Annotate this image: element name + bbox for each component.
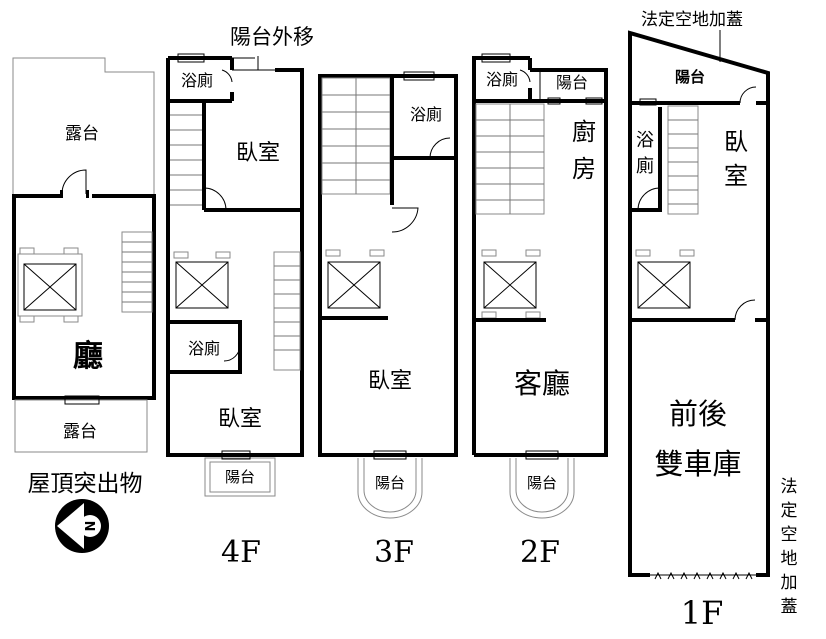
f2-floor-label: 2F	[520, 535, 560, 570]
f1-bath-label-1: 浴	[636, 130, 654, 151]
f2-balcony-label: 陽台	[527, 474, 557, 492]
floor-2f-plan: 浴廁 陽台 廚 房 客廳 陽台 2F	[472, 53, 608, 570]
f1-side-note-char: 蓋	[781, 597, 798, 617]
f1-side-note: 法 定 空 地 加 蓋	[781, 477, 798, 617]
f1-bedroom-label-1: 臥	[724, 128, 748, 156]
f1-balcony-label: 陽台	[675, 68, 705, 86]
f4-bedroom-lower-label: 臥室	[218, 407, 262, 432]
roof-upper-terrace-outline	[12, 57, 155, 195]
f3-bath-label: 浴廁	[410, 105, 442, 124]
f3-balcony-label: 陽台	[375, 474, 405, 492]
f4-stairs-left	[170, 114, 202, 206]
floor-4f-plan: 浴廁 陽台外移 臥室	[166, 25, 314, 570]
f2-balcony-outline	[509, 458, 575, 519]
f1-note-top: 法定空地加蓋	[641, 10, 743, 30]
f1-side-note-char: 地	[781, 549, 798, 569]
compass-n-label: N	[84, 521, 99, 532]
f2-stairs	[475, 103, 545, 215]
roof-lower-terrace-outline	[14, 399, 148, 453]
roof-elevator-shaft	[17, 247, 83, 323]
f4-bath-upper-label: 浴廁	[181, 71, 213, 90]
f4-balcony-note: 陽台外移	[230, 25, 314, 49]
f2-living-label: 客廳	[514, 367, 570, 400]
f2-outer-walls-left	[472, 56, 530, 455]
roof-upper-terrace-label: 露台	[65, 124, 99, 144]
f1-garage-label-1: 前後	[669, 397, 727, 431]
floor-3f-plan: 浴廁 臥室 陽台 3F	[318, 71, 458, 570]
f1-side-note-char: 加	[781, 573, 798, 593]
f4-bath-lower-label: 浴廁	[188, 339, 220, 358]
f2-kitchen-label-1: 廚	[572, 118, 596, 146]
f3-balcony-outline	[357, 458, 423, 519]
f1-bath-label-2: 廁	[636, 155, 654, 177]
f4-stairs-right	[273, 251, 301, 371]
f4-floor-label: 4F	[221, 535, 261, 570]
f2-balcony-top-label: 陽台	[556, 73, 588, 92]
roof-lower-window	[64, 395, 100, 405]
f1-stairs	[667, 105, 699, 215]
north-arrow-icon: N	[55, 499, 109, 553]
f3-stairs	[321, 77, 391, 195]
f2-outer-walls-right	[474, 68, 608, 457]
f2-kitchen-label-2: 房	[572, 155, 596, 183]
f1-side-note-char: 空	[781, 525, 798, 545]
f1-elevator-shaft	[635, 249, 695, 309]
f1-bedroom-label-2: 室	[724, 162, 748, 190]
f3-floor-label: 3F	[374, 535, 414, 570]
f3-outer-walls	[318, 74, 458, 457]
f4-window-top	[177, 53, 205, 63]
f2-elevator-shaft	[481, 249, 541, 319]
f3-bedroom-label: 臥室	[368, 369, 412, 394]
f4-bedroom-upper-label: 臥室	[236, 141, 280, 166]
f1-side-note-char: 定	[781, 501, 798, 521]
f3-elevator-shaft	[325, 249, 385, 309]
f4-elevator-shaft	[173, 251, 231, 309]
f1-garage-door	[650, 571, 756, 580]
roof-lower-terrace-label: 露台	[63, 422, 97, 442]
roof-plan: 露台 廳	[12, 57, 156, 553]
roof-hall-label: 廳	[73, 339, 103, 374]
roof-caption: 屋頂突出物	[28, 471, 143, 497]
f1-floor-label: 1F	[681, 594, 724, 632]
f1-side-note-char: 法	[781, 477, 798, 497]
floor-1f-plan: 法定空地加蓋 陽台 浴 廁 臥 室	[628, 10, 798, 632]
f1-garage-label-2: 雙車庫	[654, 447, 741, 481]
roof-stairs	[121, 231, 153, 313]
roof-hall-door	[60, 169, 92, 200]
f4-balcony-label: 陽台	[225, 468, 255, 486]
f2-bath-label: 浴廁	[486, 70, 518, 89]
f1-outer-walls	[628, 30, 770, 577]
